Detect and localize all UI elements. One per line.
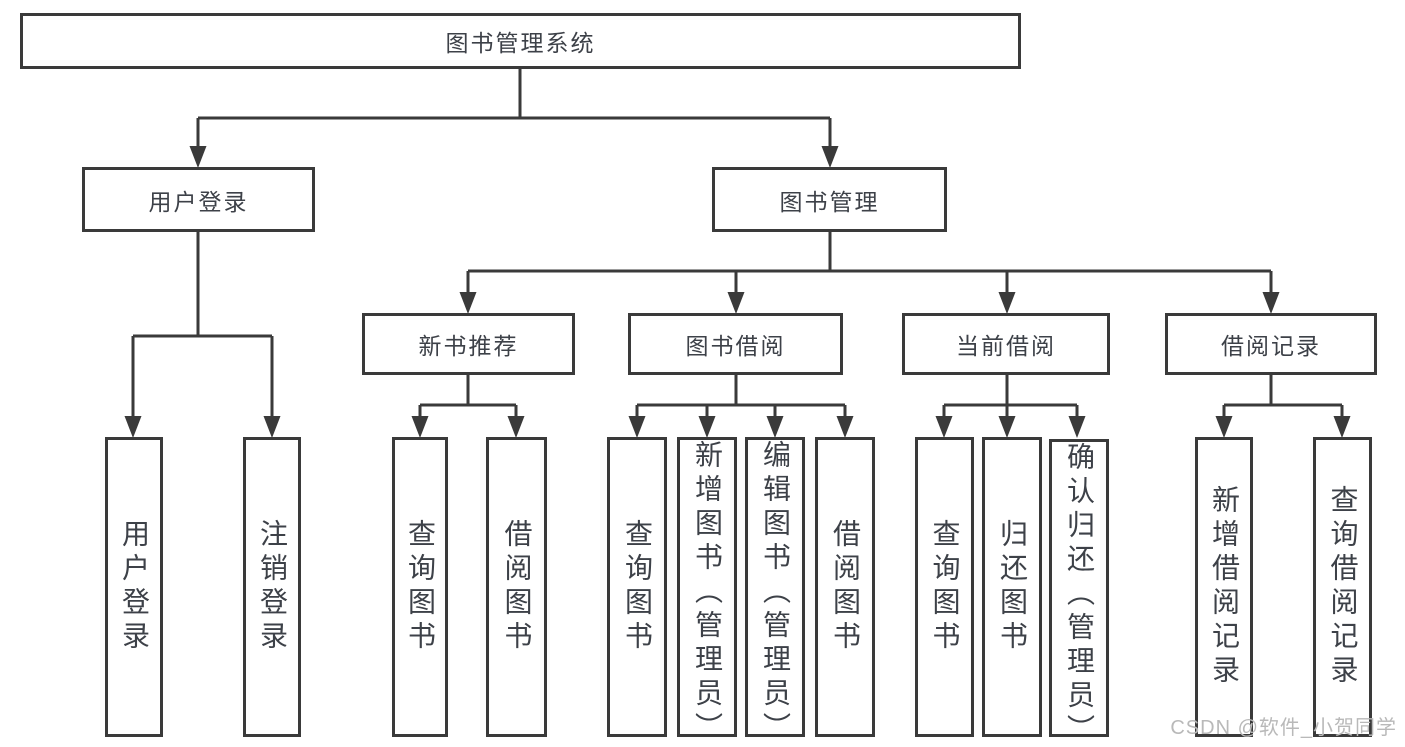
leaf-return-books: 归还图书 xyxy=(982,437,1042,737)
node-user-login: 用户登录 xyxy=(82,167,315,232)
leaf-edit-books-admin-label: 编辑图书（管理员） xyxy=(760,440,791,746)
leaf-query-books-3-label: 查询图书 xyxy=(929,519,961,655)
watermark: CSDN @软件_小贺同学 xyxy=(1170,717,1397,739)
leaf-logout: 注销登录 xyxy=(243,437,301,737)
leaf-borrow-books-2-label: 借阅图书 xyxy=(830,519,861,655)
node-user-login-label: 用户登录 xyxy=(148,188,249,215)
leaf-return-books-label: 归还图书 xyxy=(997,519,1028,655)
leaf-edit-books-admin: 编辑图书（管理员） xyxy=(745,437,805,746)
leaf-borrow-books-2: 借阅图书 xyxy=(815,437,875,737)
node-new-book-recommend-label: 新书推荐 xyxy=(418,333,519,359)
leaf-query-books-2-label: 查询图书 xyxy=(622,519,653,655)
leaf-logout-label: 注销登录 xyxy=(257,519,288,655)
leaf-query-books-3: 查询图书 xyxy=(915,437,974,737)
leaf-user-login: 用户登录 xyxy=(105,437,163,737)
leaf-user-login-label: 用户登录 xyxy=(119,519,150,655)
leaf-confirm-return-admin: 确认归还（管理员） xyxy=(1049,439,1109,747)
leaf-confirm-return-admin-label: 确认归还（管理员） xyxy=(1064,442,1095,747)
node-borrow-records: 借阅记录 xyxy=(1165,313,1377,375)
leaf-query-books-2: 查询图书 xyxy=(607,437,667,737)
node-book-management: 图书管理 xyxy=(712,167,947,232)
node-current-borrow: 当前借阅 xyxy=(902,313,1110,375)
node-book-borrow-label: 图书借阅 xyxy=(685,333,786,359)
node-book-borrow: 图书借阅 xyxy=(628,313,843,375)
node-borrow-records-label: 借阅记录 xyxy=(1221,333,1321,359)
node-new-book-recommend: 新书推荐 xyxy=(362,313,575,375)
leaf-add-borrow-record: 新增借阅记录 xyxy=(1195,437,1253,737)
leaf-add-books-admin: 新增图书（管理员） xyxy=(677,437,737,746)
leaf-borrow-books-1: 借阅图书 xyxy=(486,437,547,737)
leaf-query-books-1: 查询图书 xyxy=(392,437,448,737)
leaf-query-books-1-label: 查询图书 xyxy=(405,519,436,655)
leaf-add-books-admin-label: 新增图书（管理员） xyxy=(692,440,723,746)
leaf-borrow-books-1-label: 借阅图书 xyxy=(501,519,533,655)
node-root-system: 图书管理系统 xyxy=(20,13,1021,69)
leaf-query-borrow-record: 查询借阅记录 xyxy=(1313,437,1372,737)
leaf-query-borrow-record-label: 查询借阅记录 xyxy=(1327,485,1359,689)
leaf-add-borrow-record-label: 新增借阅记录 xyxy=(1209,485,1240,689)
node-current-borrow-label: 当前借阅 xyxy=(956,333,1056,359)
node-root-label: 图书管理系统 xyxy=(445,30,596,56)
node-book-management-label: 图书管理 xyxy=(779,188,880,215)
